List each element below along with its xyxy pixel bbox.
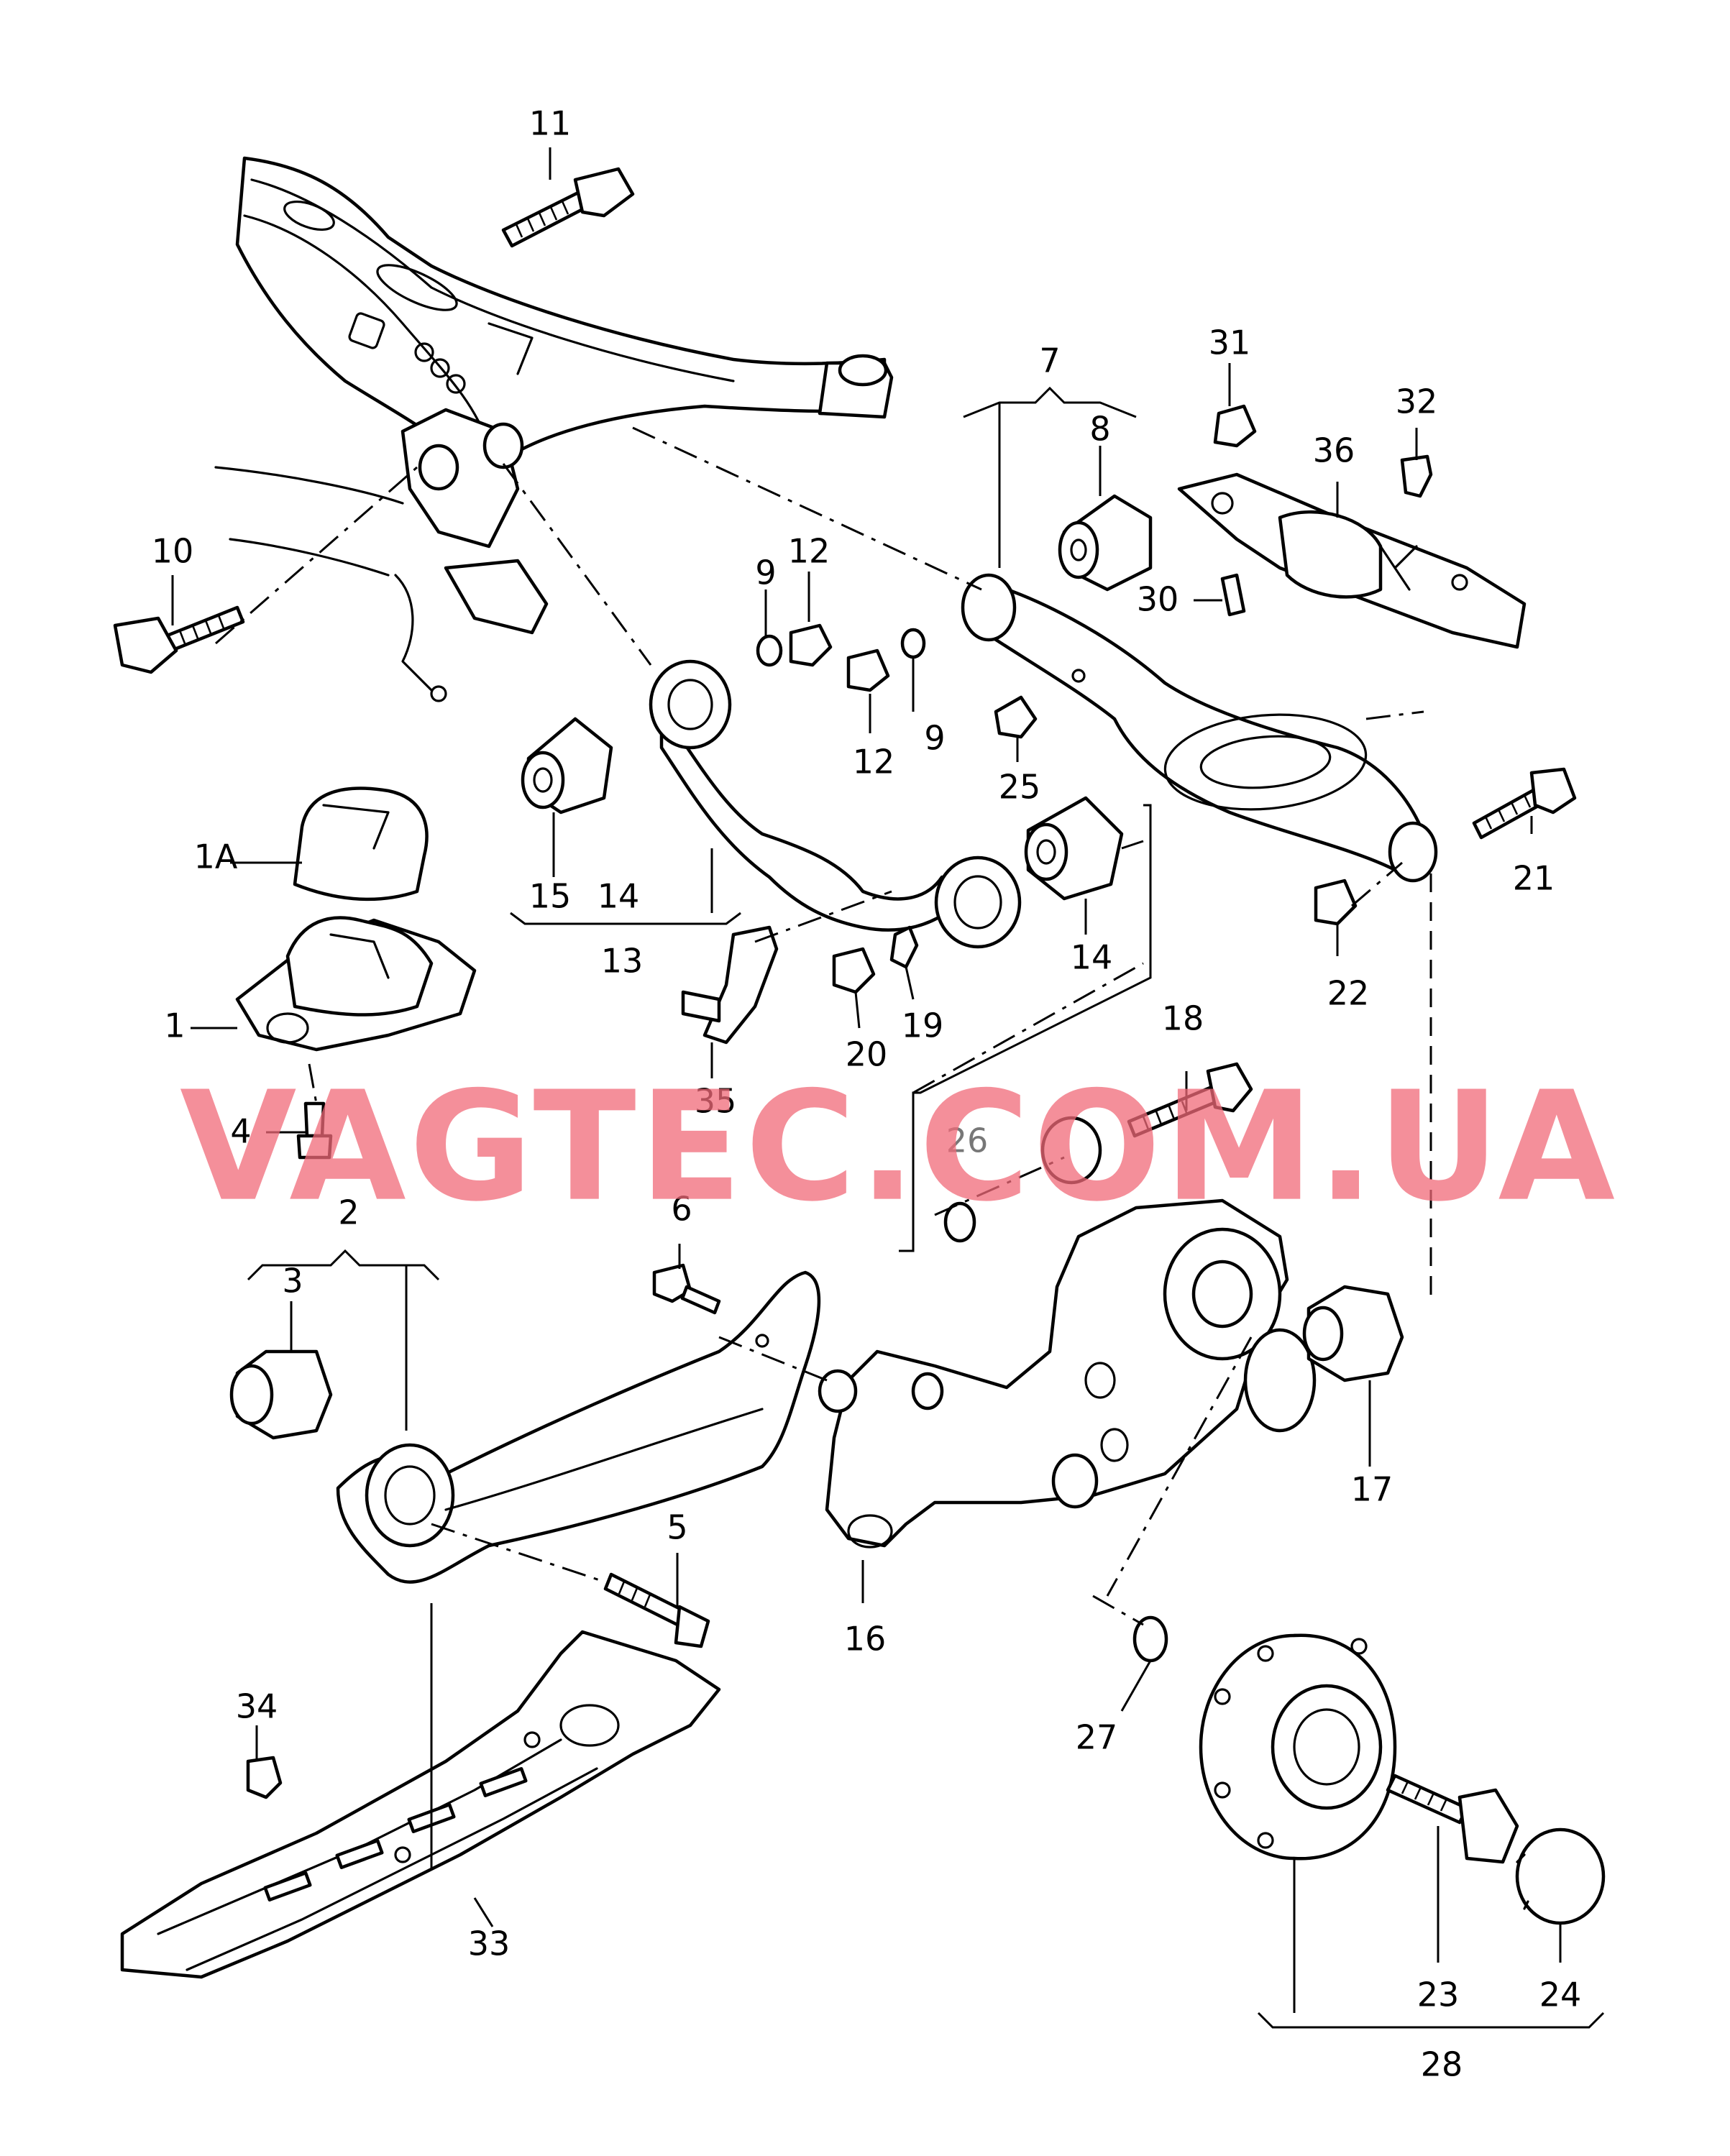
- callout-36: 36: [1313, 431, 1355, 470]
- underbody-cover-33: [120, 1630, 721, 1979]
- callout-11: 11: [529, 104, 572, 143]
- bushing-3: [229, 1349, 333, 1440]
- callout-16: 16: [844, 1620, 887, 1659]
- callout-18: 18: [1162, 999, 1204, 1038]
- callout-1A: 1A: [194, 838, 238, 876]
- callout-15: 15: [529, 877, 572, 916]
- callout-13: 13: [601, 942, 644, 981]
- callout-9-lower: 9: [924, 719, 945, 758]
- callout-22: 22: [1327, 974, 1370, 1013]
- washer-19: [889, 925, 919, 969]
- bushing-15: [521, 717, 613, 815]
- mount-1A: [293, 786, 429, 902]
- callout-23: 23: [1417, 1976, 1460, 2014]
- callout-19: 19: [902, 1006, 944, 1045]
- clip-34: [246, 1756, 283, 1799]
- callout-31: 31: [1209, 324, 1251, 362]
- group-brackets: [247, 386, 1605, 2029]
- clip-35: [681, 925, 779, 1045]
- bushing-14-right: [1024, 796, 1124, 901]
- nut-20: [832, 947, 876, 994]
- washer-26: [943, 1201, 976, 1243]
- bushing-8: [1058, 494, 1153, 592]
- bolt-6: [652, 1263, 721, 1315]
- washer-9-lower: [900, 628, 926, 659]
- callout-2: 2: [338, 1193, 359, 1232]
- nut-22: [1314, 879, 1358, 926]
- nut-12-upper: [789, 623, 833, 667]
- bolt-5: [603, 1572, 710, 1648]
- callout-1: 1: [164, 1006, 185, 1045]
- callout-30: 30: [1137, 580, 1179, 619]
- callout-27: 27: [1076, 1718, 1118, 1757]
- callout-7: 7: [1039, 341, 1060, 380]
- bolt-18: [1127, 1062, 1253, 1138]
- callout-14-left: 14: [598, 877, 640, 916]
- callout-20: 20: [846, 1035, 888, 1074]
- bolt-10: [113, 605, 245, 674]
- callout-9-upper: 9: [755, 554, 776, 592]
- callout-8: 8: [1089, 410, 1110, 449]
- callout-6: 6: [671, 1190, 692, 1229]
- watermark: VAGTEC.COM.UA: [180, 1059, 1618, 1235]
- callout-12-lower: 12: [853, 743, 895, 781]
- nut-12-lower: [846, 648, 890, 692]
- callout-24: 24: [1539, 1976, 1582, 2014]
- bump-stop-25: [994, 695, 1038, 739]
- wheel-carrier-16: [818, 1116, 1317, 1549]
- callout-34: 34: [236, 1687, 278, 1726]
- screw-4: [296, 1101, 333, 1160]
- callout-28: 28: [1421, 2045, 1463, 2084]
- callout-5: 5: [667, 1508, 687, 1547]
- mount-1: [235, 916, 477, 1052]
- clip-32: [1400, 454, 1433, 498]
- callout-35: 35: [695, 1082, 737, 1121]
- callout-32: 32: [1396, 382, 1438, 421]
- rear-subframe: [214, 156, 894, 702]
- callout-labels: 11 10 9 12 7 8 31 32 36 30 9 12 25 21 22…: [152, 104, 1582, 2084]
- hub-cap-24: [1515, 1827, 1606, 1925]
- callout-25: 25: [999, 768, 1041, 807]
- nut-31: [1213, 404, 1257, 448]
- washer-9-upper: [756, 634, 783, 667]
- callout-14-right: 14: [1071, 938, 1113, 977]
- leader-lines: [171, 147, 1562, 2013]
- spring-bracket-36: [1177, 472, 1527, 649]
- callout-17: 17: [1351, 1470, 1393, 1509]
- callout-10: 10: [152, 532, 194, 571]
- bushing-17: [1302, 1285, 1404, 1382]
- hub-bolt-23: [1386, 1774, 1519, 1864]
- washer-27: [1132, 1615, 1168, 1663]
- callout-26: 26: [946, 1121, 989, 1160]
- callout-3: 3: [282, 1262, 303, 1301]
- upper-control-link-13: [649, 659, 1022, 949]
- wheel-hub-28: [1199, 1633, 1397, 1861]
- callout-12-upper: 12: [788, 532, 830, 571]
- trailing-arm-2: [336, 1270, 821, 1584]
- callout-4: 4: [230, 1112, 251, 1151]
- bolt-11: [501, 167, 635, 248]
- callout-21: 21: [1513, 859, 1555, 898]
- assembly-lines: [215, 426, 1432, 1626]
- callout-33: 33: [468, 1925, 511, 1963]
- bolt-21: [1472, 767, 1577, 840]
- bolt-30: [1220, 573, 1246, 617]
- lower-control-arm-7: [961, 573, 1438, 883]
